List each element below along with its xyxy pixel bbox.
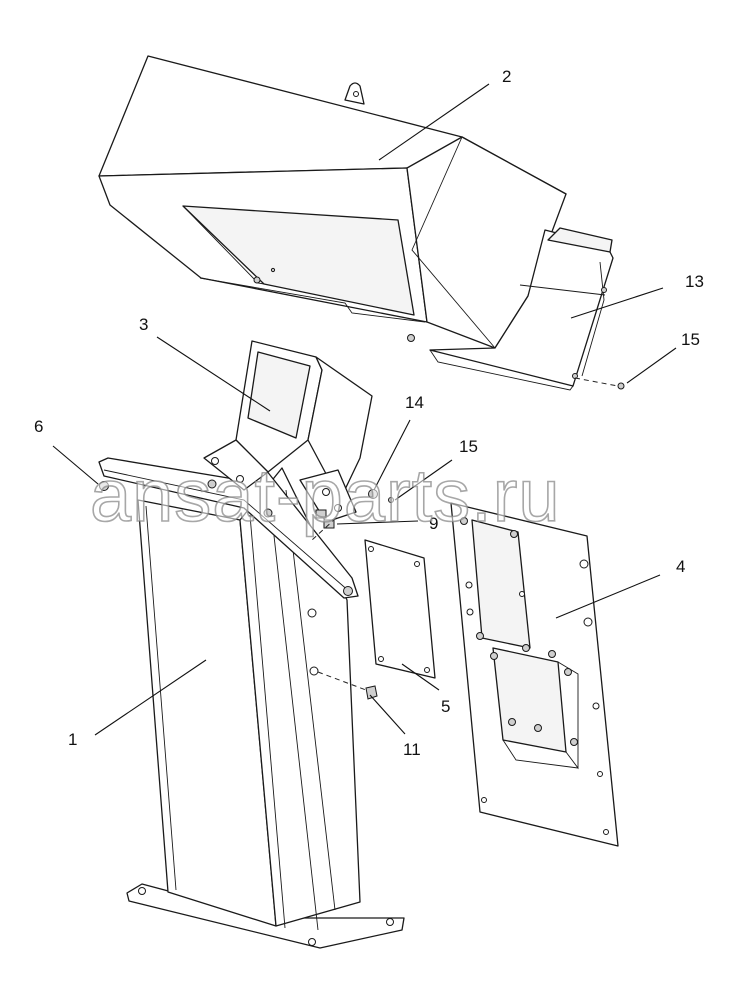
bolt-part-11: [317, 671, 378, 700]
cover-plate-part-5: [364, 539, 436, 679]
leader-lines: [52, 83, 677, 736]
callout-15-right: 15: [681, 330, 700, 349]
pedestal-column-part-1: [126, 467, 405, 949]
watermark-text: ansat-parts.ru: [90, 454, 561, 537]
callout-5: 5: [441, 697, 450, 716]
callout-4: 4: [676, 557, 685, 576]
callout-15-center: 15: [459, 437, 478, 456]
callout-11: 11: [403, 740, 421, 759]
top-flange-part-6: [98, 457, 359, 599]
fasteners-cluster: [311, 377, 625, 541]
callout-9: 9: [429, 514, 438, 533]
callout-1: 1: [68, 730, 77, 749]
callout-3: 3: [139, 315, 148, 334]
callout-labels: 2 13 15 3 14 6 15 9 4 5 11 1: [34, 67, 704, 759]
u-bracket-part-3: [203, 340, 373, 523]
callout-2: 2: [502, 67, 511, 86]
callout-6: 6: [34, 417, 43, 436]
callout-14: 14: [405, 393, 424, 412]
callout-13: 13: [685, 272, 704, 291]
rear-housing-part-13: [429, 227, 614, 391]
cover-box-part-2: [98, 55, 567, 349]
mounting-panel-part-4: [450, 502, 619, 847]
